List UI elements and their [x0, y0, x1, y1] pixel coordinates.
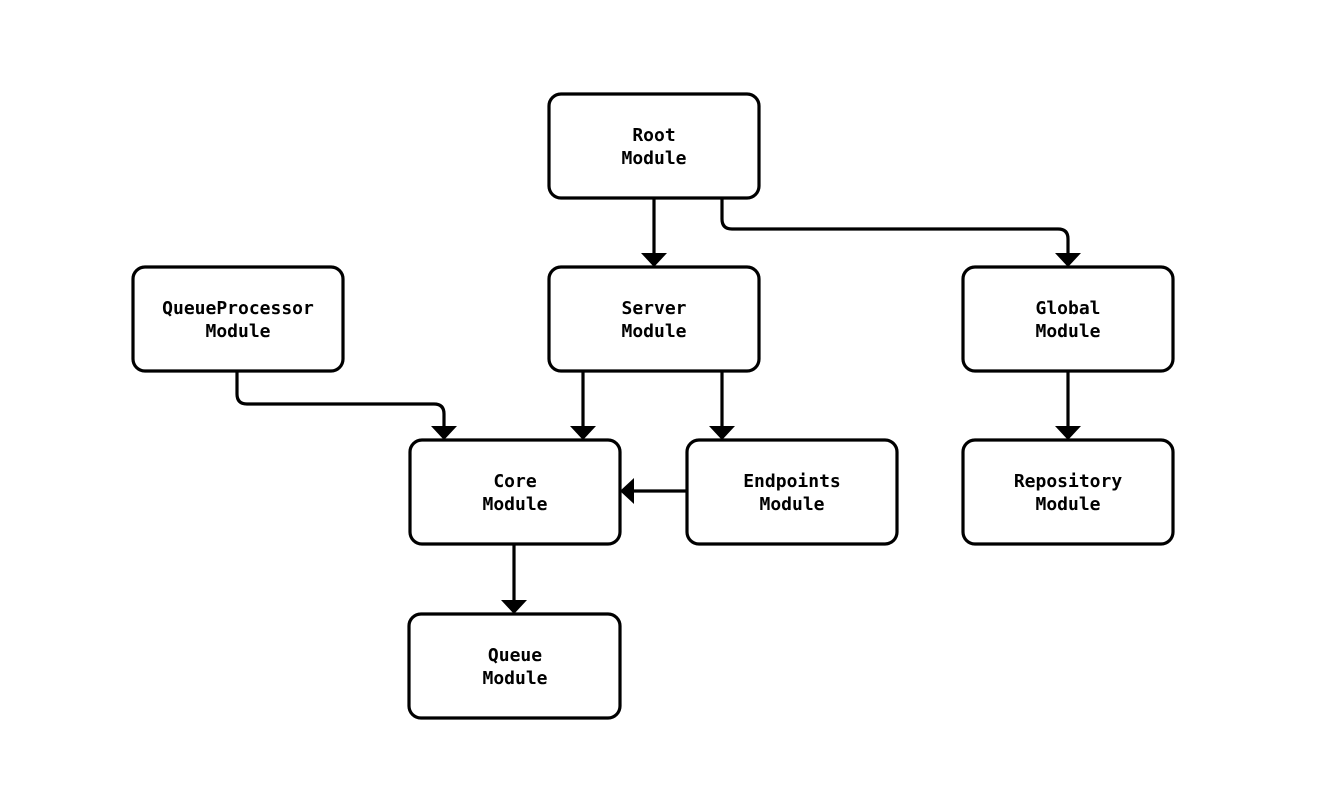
edge-root-to-server [641, 198, 667, 267]
edge-endpoints-to-core [620, 478, 687, 504]
edge-layer [235, 198, 1081, 614]
edge-line [720, 198, 1070, 253]
node-box[interactable] [961, 265, 1175, 373]
node-label-line1: Core [493, 471, 537, 492]
edge-server-to-core [570, 371, 596, 440]
arrowhead-down [501, 600, 527, 614]
edge-global-to-repository [1055, 371, 1081, 440]
arrowhead-down [431, 426, 457, 440]
node-label-line1: Queue [488, 645, 542, 666]
arrowhead-left [620, 478, 634, 504]
node-endpoints-module[interactable]: Endpoints Module [685, 438, 899, 546]
arrowhead-down [1055, 426, 1081, 440]
node-box[interactable] [408, 438, 622, 546]
node-box[interactable] [407, 612, 622, 720]
node-label-line2: Module [621, 148, 686, 169]
node-label-line2: Module [1035, 494, 1100, 515]
node-label-line1: Repository [1014, 471, 1123, 492]
node-label-line2: Module [759, 494, 824, 515]
node-box[interactable] [547, 92, 761, 200]
node-box[interactable] [547, 265, 761, 373]
edge-queueprocessor-to-core [235, 371, 457, 440]
node-box[interactable] [131, 265, 345, 373]
node-label-line1: Server [621, 298, 686, 319]
node-label-line2: Module [482, 668, 547, 689]
node-box[interactable] [685, 438, 899, 546]
arrowhead-down [570, 426, 596, 440]
node-global-module[interactable]: Global Module [961, 265, 1175, 373]
node-root-module[interactable]: Root Module [547, 92, 761, 200]
edge-server-to-endpoints [709, 371, 735, 440]
node-core-module[interactable]: Core Module [408, 438, 622, 546]
node-layer: Root Module QueueProcessor Module Server… [131, 92, 1175, 720]
node-label-line2: Module [482, 494, 547, 515]
node-label-line1: Endpoints [743, 471, 841, 492]
edge-core-to-queue [501, 544, 527, 614]
node-queue-module[interactable]: Queue Module [407, 612, 622, 720]
node-queueprocessor-module[interactable]: QueueProcessor Module [131, 265, 345, 373]
node-label-line1: QueueProcessor [162, 298, 314, 319]
edge-root-to-global [720, 198, 1081, 267]
node-label-line1: Root [632, 125, 675, 146]
arrowhead-down [641, 253, 667, 267]
node-label-line2: Module [1035, 321, 1100, 342]
edge-line [235, 371, 446, 426]
arrowhead-down [709, 426, 735, 440]
node-repository-module[interactable]: Repository Module [961, 438, 1175, 546]
node-label-line1: Global [1035, 298, 1100, 319]
node-server-module[interactable]: Server Module [547, 265, 761, 373]
arrowhead-down [1055, 253, 1081, 267]
node-box[interactable] [961, 438, 1175, 546]
node-label-line2: Module [621, 321, 686, 342]
node-label-line2: Module [205, 321, 270, 342]
